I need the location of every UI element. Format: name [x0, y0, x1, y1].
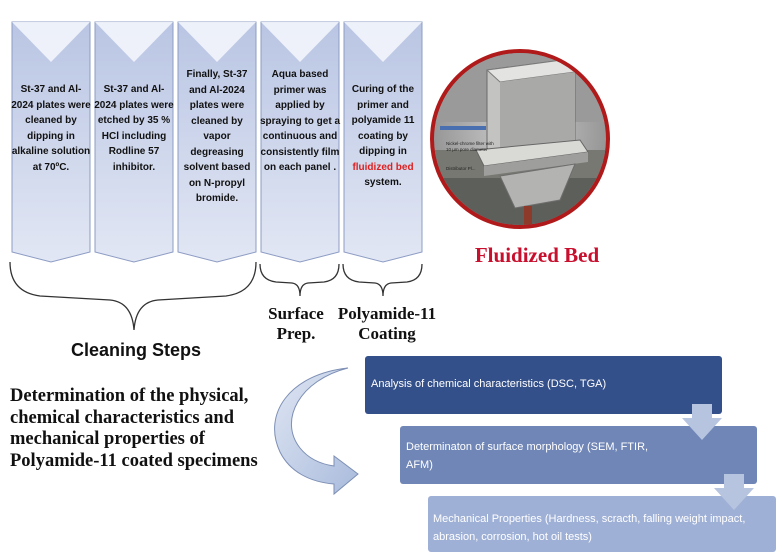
step-text-1: St-37 and Al-2024 plates were cleaned by… — [11, 84, 91, 173]
down-arrow-1 — [682, 404, 722, 440]
determination-text: Determination of the physical, chemical … — [10, 386, 258, 471]
step-shape-2 — [94, 21, 174, 263]
curved-arrow — [274, 367, 359, 496]
surface-prep-label: Surface Prep. — [256, 304, 336, 344]
step-text-5-before: Curing of the primer and polyamide 11 co… — [351, 84, 415, 157]
analysis-box-1 — [365, 356, 722, 414]
step-shape-5 — [343, 21, 423, 263]
photo-caption-1: Nickel-chrome filter with — [446, 141, 494, 146]
analysis-text-2: Determinaton of surface morphology (SEM,… — [406, 441, 649, 471]
step-text-3: Finally, St-37 and Al-2024 plates were c… — [183, 69, 251, 204]
step-text-5-after: system. — [364, 177, 402, 188]
surface-prep-line-2: Prep. — [276, 324, 316, 343]
analysis-box-3 — [428, 496, 776, 552]
down-arrow-2 — [714, 474, 754, 510]
analysis-text-3: Mechanical Properties (Hardness, scracth… — [433, 513, 746, 543]
polyamide-label: Polyamide-11 Coating — [327, 304, 447, 344]
step-shape-3 — [177, 21, 257, 263]
surface-prep-line-1: Surface — [268, 304, 324, 323]
fluidized-bed-label: Fluidized Bed — [474, 243, 600, 267]
step-text-5-highlight: fluidized bed — [352, 161, 414, 173]
step-text-2: St-37 and Al-2024 plates were etched by … — [94, 84, 174, 173]
step-shape-1 — [11, 21, 91, 263]
polyamide-line-2: Coating — [358, 324, 416, 343]
step-shape-4 — [260, 21, 340, 263]
analysis-text-1: Analysis of chemical characteristics (DS… — [371, 378, 607, 390]
cleaning-steps-label: Cleaning Steps — [70, 340, 202, 360]
analysis-box-2 — [400, 426, 757, 484]
surface-prep-brace — [259, 263, 340, 297]
step-text-4: Aqua based primer was applied by sprayin… — [260, 69, 341, 173]
polyamide-brace — [342, 263, 423, 297]
photo-caption-2: 10 µm pore diameter — [446, 147, 488, 152]
step-text-5: Curing of the primer and polyamide 11 co… — [343, 82, 423, 191]
polyamide-line-1: Polyamide-11 — [337, 304, 437, 323]
cleaning-steps-brace — [9, 261, 257, 331]
photo-caption-3: Distributor Pl... — [446, 166, 476, 171]
